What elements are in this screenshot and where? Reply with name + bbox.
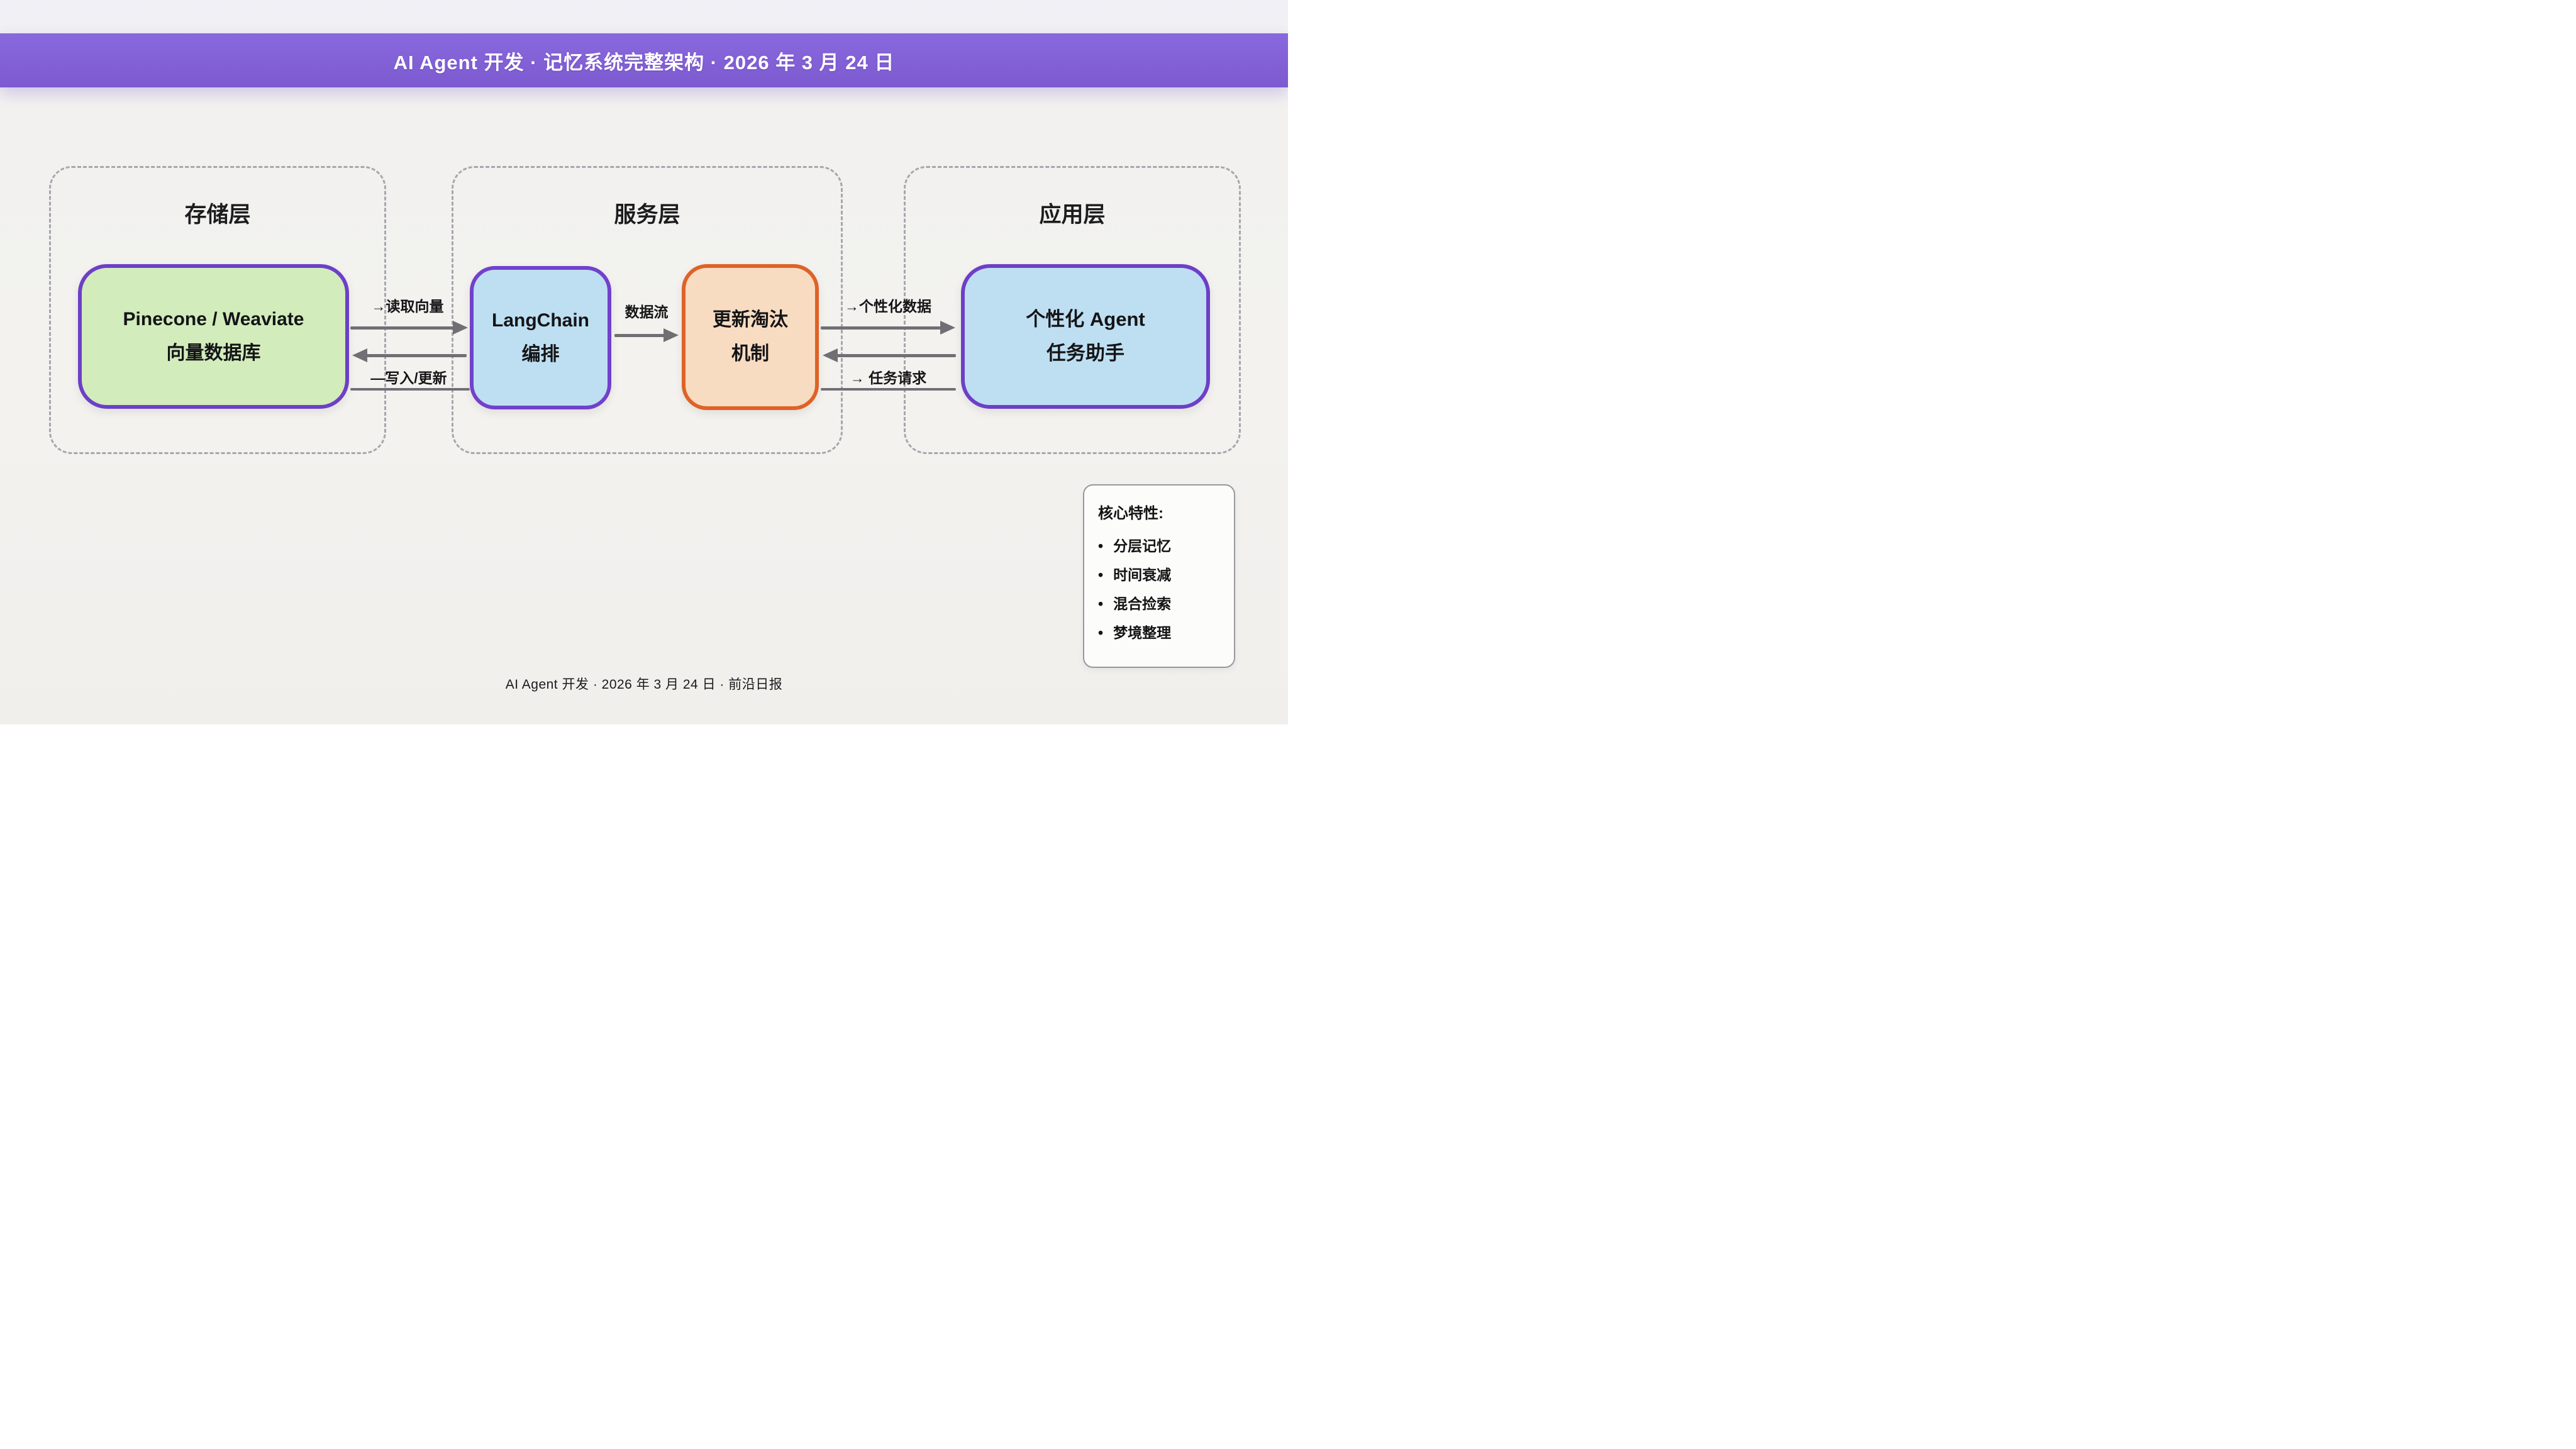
bullet-icon: •: [1098, 625, 1104, 641]
arrow-right-icon: [821, 321, 955, 335]
personalized-agent-node: 个性化 Agent 任务助手: [961, 264, 1210, 409]
write-update-label: —写入/更新: [370, 370, 447, 386]
list-item: • 混合捡索: [1098, 589, 1221, 618]
arrow-right-icon: [614, 328, 679, 342]
arrow-right-icon: [350, 321, 468, 335]
diagram-canvas: AI Agent 开发 · 记忆系统完整架构 · 2026 年 3 月 24 日…: [0, 0, 1288, 724]
arrow-left-icon: [823, 348, 956, 362]
core-features-card: 核心特性: • 分层记忆 • 时间衰减 • 混合捡索 • 梦境整理: [1083, 484, 1235, 668]
read-vector-label: →读取向量: [371, 298, 444, 314]
storage-layer-container: 存储层: [49, 166, 386, 454]
data-flow-label: 数据流: [625, 304, 669, 320]
application-layer-title: 应用层: [1039, 203, 1106, 227]
vector-db-node-line2: 向量数据库: [166, 343, 261, 364]
vector-db-node: Pinecone / Weaviate 向量数据库: [78, 264, 349, 409]
divider-line: [350, 388, 470, 391]
eviction-node-line1: 更新淘汰: [713, 309, 788, 330]
feature-label: 时间衰减: [1113, 567, 1172, 583]
header-banner: AI Agent 开发 · 记忆系统完整架构 · 2026 年 3 月 24 日: [0, 33, 1288, 87]
agent-node-line2: 任务助手: [1046, 342, 1124, 364]
bullet-icon: •: [1098, 567, 1104, 583]
storage-layer-title: 存储层: [184, 203, 251, 227]
application-layer-container: 应用层: [904, 166, 1241, 454]
langchain-node-line2: 编排: [521, 344, 560, 365]
feature-label: 混合捡索: [1113, 596, 1172, 612]
eviction-mechanism-node: 更新淘汰 机制: [682, 264, 819, 410]
bullet-icon: •: [1098, 596, 1104, 612]
list-item: • 时间衰减: [1098, 560, 1221, 589]
task-request-label: → 任务请求: [850, 370, 927, 386]
bullet-icon: •: [1098, 538, 1104, 554]
eviction-node-line2: 机制: [731, 343, 769, 364]
divider-line: [821, 388, 956, 391]
list-item: • 分层记忆: [1098, 531, 1221, 560]
footer-caption: AI Agent 开发 · 2026 年 3 月 24 日 · 前沿日报: [505, 677, 783, 692]
feature-label: 分层记忆: [1113, 538, 1172, 554]
langchain-node-line1: LangChain: [492, 310, 589, 331]
page-title: AI Agent 开发 · 记忆系统完整架构 · 2026 年 3 月 24 日: [393, 51, 895, 74]
list-item: • 梦境整理: [1098, 618, 1221, 647]
feature-label: 梦境整理: [1113, 625, 1172, 641]
service-layer-container: 服务层: [452, 166, 843, 454]
agent-node-line1: 个性化 Agent: [1026, 308, 1145, 330]
core-features-list: • 分层记忆 • 时间衰减 • 混合捡索 • 梦境整理: [1098, 531, 1221, 647]
service-layer-title: 服务层: [614, 203, 680, 227]
arrow-left-icon: [352, 348, 467, 362]
langchain-node: LangChain 编排: [470, 266, 611, 409]
personalized-data-label: →个性化数据: [845, 298, 931, 314]
vector-db-node-line1: Pinecone / Weaviate: [123, 309, 304, 330]
core-features-title: 核心特性:: [1098, 505, 1163, 522]
